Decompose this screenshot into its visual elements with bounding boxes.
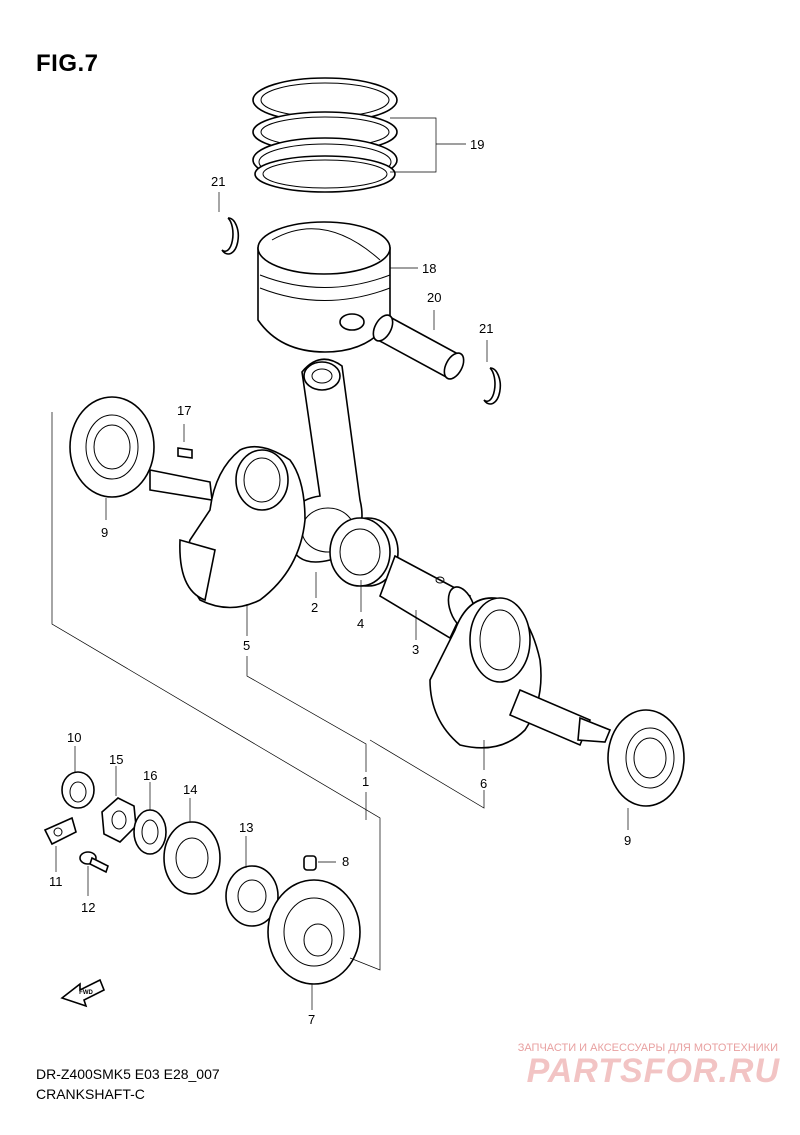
callout-5: 5 [243,638,250,653]
gear-spacer [225,865,279,927]
fwd-arrow-icon: FWD [60,978,106,1008]
piston-ring-set [252,77,398,193]
callout-12: 12 [81,900,95,915]
callout-6: 6 [480,776,487,791]
crankshaft-right [429,597,612,749]
primary-drive-gear [267,879,361,985]
callout-20: 20 [427,290,441,305]
callout-9-left: 9 [101,525,108,540]
callout-15: 15 [109,752,123,767]
callout-9-right: 9 [624,833,631,848]
dowel-pin [303,855,317,871]
piston [257,221,391,353]
callout-4: 4 [357,616,364,631]
callout-19: 19 [470,137,484,152]
drive-gear [163,821,221,895]
callout-13: 13 [239,820,253,835]
circlip-left [221,217,240,255]
watermark-tagline: ЗАПЧАСТИ И АКСЕССУАРЫ ДЛЯ МОТОТЕХНИКИ [517,1042,778,1054]
callout-10: 10 [67,730,81,745]
washer [133,809,167,855]
needle-bearing [329,517,399,587]
ball-bearing-right [607,709,685,807]
screw [79,851,109,874]
watermark-logo: PARTSFOR.RU [526,1052,780,1090]
figure-title: FIG.7 [36,50,99,77]
callout-14: 14 [183,782,197,797]
plate [43,816,77,846]
callout-11: 11 [49,874,63,889]
nut [101,797,137,843]
leader-lines [51,117,629,1010]
callout-18: 18 [422,261,436,276]
ball-bearing-left [69,396,155,498]
callout-1: 1 [362,774,369,789]
callout-21-left: 21 [211,174,225,189]
callout-7: 7 [308,1012,315,1027]
bushing [61,771,95,809]
footer-section-name: CRANKSHAFT-C [36,1086,145,1102]
callout-numbers: 19 21 18 20 21 17 9 2 4 3 5 1 6 9 10 15 … [49,137,631,1027]
footer-model-code: DR-Z400SMK5 E03 E28_007 [36,1066,220,1082]
callout-2: 2 [311,600,318,615]
callout-21-right: 21 [479,321,493,336]
piston-pin [372,314,465,380]
callout-3: 3 [412,642,419,657]
woodruff-key [177,447,193,459]
callout-17: 17 [177,403,191,418]
circlip-right [483,367,502,405]
fwd-label: FWD [79,990,93,996]
crankshaft-left [149,445,306,609]
callout-8: 8 [342,854,349,869]
callout-16: 16 [143,768,157,783]
